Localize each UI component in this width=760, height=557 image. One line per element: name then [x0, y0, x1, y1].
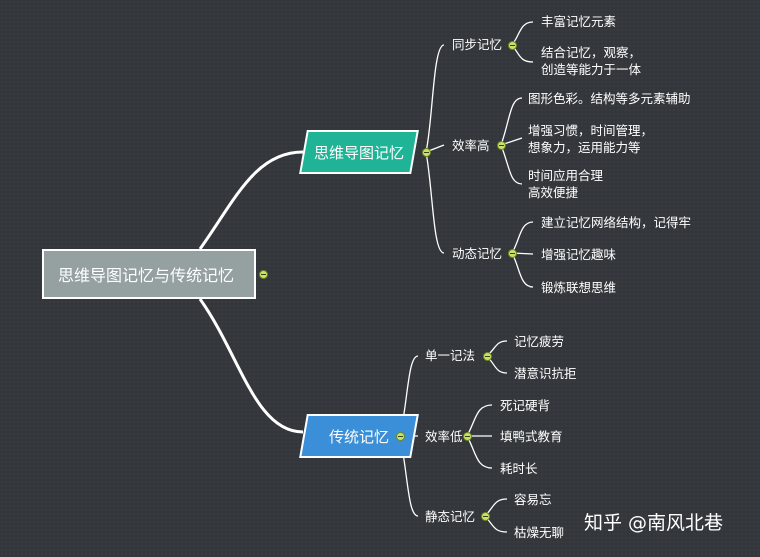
leaf-item[interactable]: 容易忘 — [514, 492, 552, 507]
watermark: 知乎 @南风北巷 — [584, 512, 724, 534]
high-efficiency-collapse-icon[interactable] — [497, 141, 506, 150]
leaf-item[interactable]: 填鸭式教育 — [500, 429, 563, 444]
subtopic-sync-memory[interactable]: 同步记忆 — [452, 37, 503, 52]
main-topic-mindmap-label: 思维导图记忆 — [313, 143, 404, 162]
low-efficiency-collapse-icon[interactable] — [463, 432, 472, 441]
leaf-item[interactable]: 死记硬背 — [500, 398, 551, 413]
subtopic-dynamic-memory[interactable]: 动态记忆 — [452, 246, 503, 261]
subtopic-low-efficiency[interactable]: 效率低 — [425, 429, 463, 444]
main-topic-mindmap[interactable]: 思维导图记忆 — [299, 130, 419, 174]
main-topic-traditional-label: 传统记忆 — [328, 427, 389, 446]
sync-memory-collapse-icon[interactable] — [508, 41, 517, 50]
root-collapse-icon[interactable] — [259, 270, 268, 279]
static-memory-collapse-icon[interactable] — [481, 512, 490, 521]
root-topic-label: 思维导图记忆与传统记忆 — [58, 266, 235, 285]
mindmap-collapse-icon[interactable] — [422, 148, 431, 157]
leaf-item[interactable]: 时间应用合理 高效便捷 — [528, 168, 604, 200]
subtopic-static-memory[interactable]: 静态记忆 — [425, 509, 476, 524]
leaf-item[interactable]: 增强习惯，时间管理， 想象力，运用能力等 — [528, 123, 654, 155]
single-method-collapse-icon[interactable] — [483, 352, 492, 361]
root-topic[interactable]: 思维导图记忆与传统记忆 — [42, 249, 256, 299]
leaf-item[interactable]: 潜意识抗拒 — [514, 366, 577, 381]
leaf-item[interactable]: 丰富记忆元素 — [541, 14, 617, 29]
leaf-item[interactable]: 锻炼联想思维 — [541, 280, 617, 295]
subtopic-high-efficiency[interactable]: 效率高 — [452, 138, 490, 153]
main-topic-traditional[interactable]: 传统记忆 — [299, 414, 419, 458]
leaf-item[interactable]: 记忆疲劳 — [514, 334, 565, 349]
traditional-collapse-icon[interactable] — [396, 432, 405, 441]
leaf-item[interactable]: 枯燥无聊 — [514, 525, 565, 540]
leaf-item[interactable]: 建立记忆网络结构，记得牢 — [541, 215, 692, 230]
leaf-item[interactable]: 图形色彩。结构等多元素辅助 — [528, 91, 691, 106]
subtopic-single-method[interactable]: 单一记法 — [425, 348, 476, 363]
dynamic-memory-collapse-icon[interactable] — [508, 249, 517, 258]
leaf-item[interactable]: 增强记忆趣味 — [541, 247, 617, 262]
leaf-item[interactable]: 耗时长 — [500, 461, 538, 476]
leaf-item[interactable]: 结合记忆，观察， 创造等能力于一体 — [541, 45, 642, 77]
